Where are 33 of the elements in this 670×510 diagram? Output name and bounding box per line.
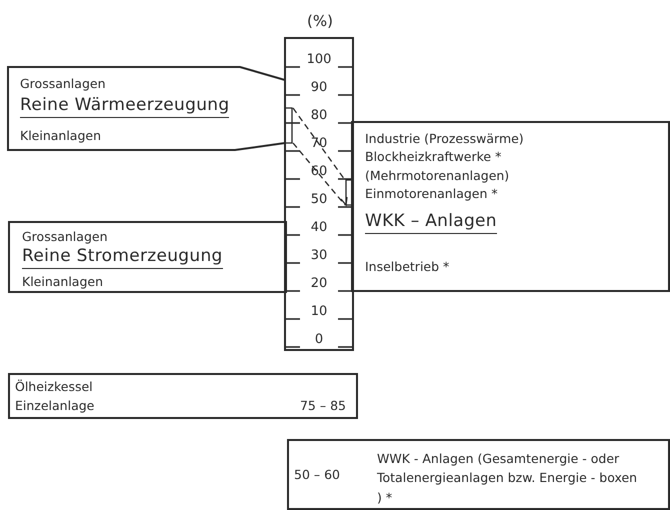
scale-value: 0 xyxy=(314,333,324,346)
text-line: Kleinanlagen xyxy=(20,128,102,143)
text-line: Grossanlagen xyxy=(20,76,106,91)
text-line: 50 – 60 xyxy=(294,467,340,482)
text-box xyxy=(287,439,670,510)
scale-value: 40 xyxy=(310,221,328,234)
scale-value: 100 xyxy=(306,53,332,66)
text-line: Kleinanlagen xyxy=(22,274,104,289)
description-text: WWK - Anlagen (Gesamtenergie - oder Totalenergieanlagen bzw. Energie - boxen ) * xyxy=(377,450,638,507)
scale-value: 90 xyxy=(310,81,328,94)
heading-text: Reine Stromerzeugung xyxy=(22,246,223,270)
text-line: Einzelanlage xyxy=(15,398,94,413)
text-line: Ölheizkessel xyxy=(15,379,93,394)
text-box xyxy=(8,221,287,293)
text-line: Einmotorenanlagen * xyxy=(365,186,498,201)
scale-value: 80 xyxy=(310,109,328,122)
heading-text: WKK – Anlagen xyxy=(365,211,497,234)
scale-value: 20 xyxy=(310,277,328,290)
scale-value: 60 xyxy=(310,165,328,178)
text-line: Inselbetrieb * xyxy=(365,259,450,274)
text-box xyxy=(8,373,358,419)
scale-value: 50 xyxy=(310,193,328,206)
unit-label: (%) xyxy=(306,14,334,29)
text-box xyxy=(351,121,670,292)
text-line: Blockheizkraftwerke * xyxy=(365,149,502,164)
text-line: Grossanlagen xyxy=(22,229,108,244)
text-line: (Mehrmotorenanlagen) xyxy=(365,168,510,183)
scale-value: 10 xyxy=(310,305,328,318)
scale-value: 30 xyxy=(310,249,328,262)
range-value: 75 – 85 xyxy=(300,398,346,413)
text-line: Industrie (Prozesswärme) xyxy=(365,131,524,146)
heading-text: Reine Wärmeerzeugung xyxy=(20,95,230,118)
scale-value: 70 xyxy=(310,137,328,150)
